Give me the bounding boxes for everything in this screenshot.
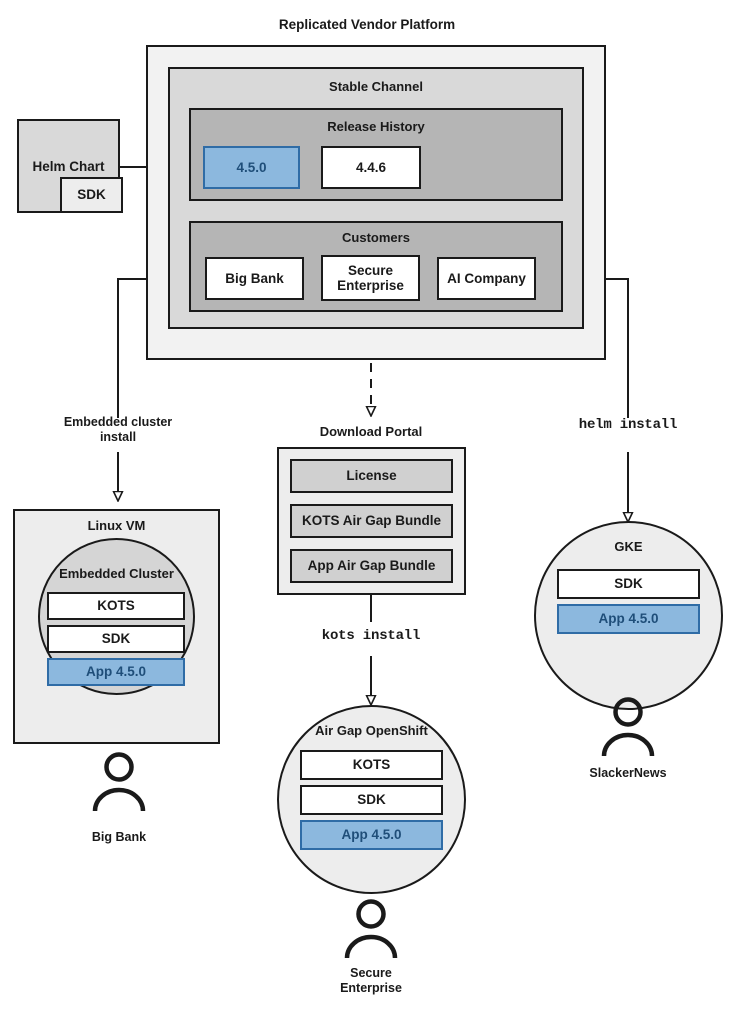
release-chip-4-5-0[interactable]: 4.5.0 bbox=[203, 146, 300, 189]
download-asset-app-air-gap-bundle[interactable]: App Air Gap Bundle bbox=[290, 549, 453, 583]
openshift-customer-label: Secure Enterprise bbox=[340, 966, 402, 995]
linux-vm-customer-label: Big Bank bbox=[91, 830, 147, 844]
gke-component-app[interactable]: App 4.5.0 bbox=[557, 604, 700, 634]
openshift-component-app[interactable]: App 4.5.0 bbox=[300, 820, 443, 850]
helm-chart-sdk-box[interactable]: SDK bbox=[60, 177, 123, 213]
linux-vm-component-app[interactable]: App 4.5.0 bbox=[47, 658, 185, 686]
secure-enterprise-user-icon bbox=[344, 899, 398, 959]
page-title: Replicated Vendor Platform bbox=[217, 17, 517, 33]
gke-customer-label: SlackerNews bbox=[589, 766, 667, 780]
openshift-component-sdk[interactable]: SDK bbox=[300, 785, 443, 815]
linux-vm-label: Linux VM bbox=[87, 518, 146, 533]
stable-channel-label: Stable Channel bbox=[329, 79, 423, 94]
customer-ai-company[interactable]: AI Company bbox=[437, 257, 536, 300]
air-gap-openshift-label: Air Gap OpenShift bbox=[315, 723, 428, 738]
embedded-cluster-install-label: Embedded cluster install bbox=[63, 415, 173, 444]
page-title-text: Replicated Vendor Platform bbox=[278, 17, 456, 32]
embedded-cluster-label: Embedded Cluster bbox=[59, 566, 174, 581]
openshift-component-kots[interactable]: KOTS bbox=[300, 750, 443, 780]
download-asset-license[interactable]: License bbox=[290, 459, 453, 493]
customers-label: Customers bbox=[342, 230, 410, 245]
linux-vm-component-sdk[interactable]: SDK bbox=[47, 625, 185, 653]
release-history-label: Release History bbox=[327, 119, 425, 134]
download-portal-label: Download Portal bbox=[319, 424, 423, 439]
slackernews-user-icon bbox=[601, 697, 655, 757]
helm-install-label: helm install bbox=[578, 417, 678, 433]
release-chip-4-4-6[interactable]: 4.4.6 bbox=[321, 146, 421, 189]
linux-vm-component-kots[interactable]: KOTS bbox=[47, 592, 185, 620]
customer-big-bank[interactable]: Big Bank bbox=[205, 257, 304, 300]
big-bank-user-icon bbox=[92, 752, 146, 812]
gke-component-sdk[interactable]: SDK bbox=[557, 569, 700, 599]
download-asset-kots-air-gap-bundle[interactable]: KOTS Air Gap Bundle bbox=[290, 504, 453, 538]
customer-secure-enterprise[interactable]: Secure Enterprise bbox=[321, 255, 420, 301]
gke-label: GKE bbox=[614, 539, 643, 554]
kots-install-label: kots install bbox=[321, 628, 421, 644]
